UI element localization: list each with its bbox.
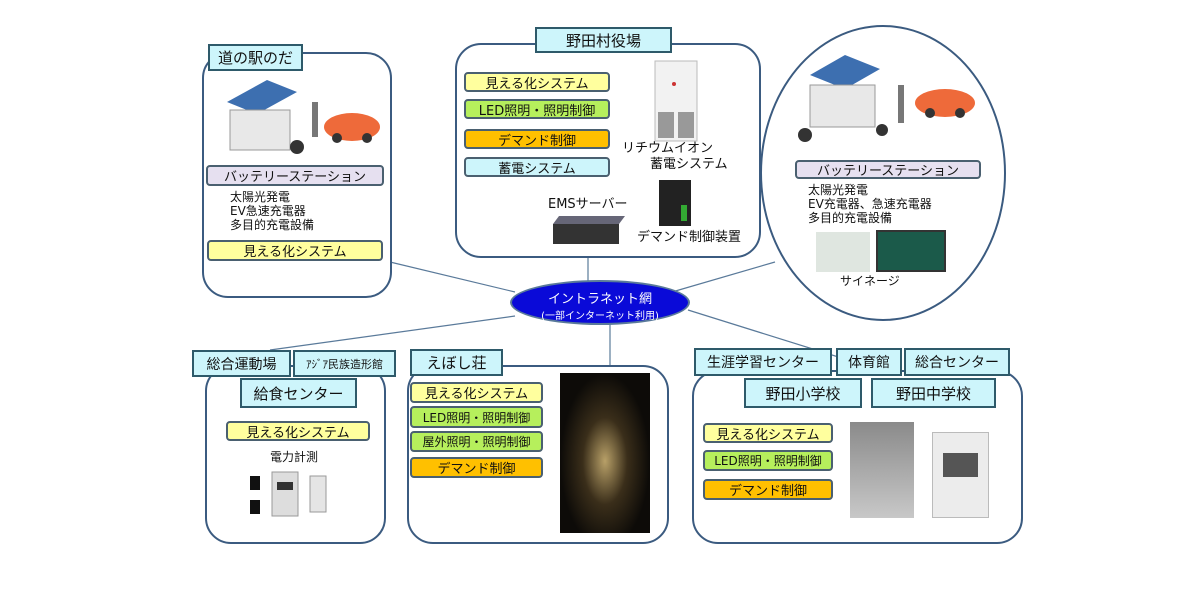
visualization-system: 見える化システム [207, 240, 383, 261]
lifelong-learning-center-label: 生涯学習センター [694, 348, 832, 376]
signage-label: サイネージ [840, 274, 900, 288]
gymnasium-label: 体育館 [836, 348, 902, 376]
feature-text: EV充電器、急速充電器 [808, 197, 932, 211]
school-lunch-center-label: 給食センター [240, 378, 357, 408]
village-office-label: 野田村役場 [535, 27, 672, 53]
led-lighting-control: LED照明・照明制御 [464, 99, 610, 119]
ems-server-image [553, 216, 625, 244]
visualization-system: 見える化システム [703, 423, 833, 443]
lithium-label: リチウムイオン [622, 141, 714, 156]
noda-junior-high-label: 野田中学校 [871, 378, 996, 408]
demand-control: デマンド制御 [410, 457, 543, 478]
battery-station-label: バッテリーステーション [206, 165, 384, 186]
led-lighting-control: LED照明・照明制御 [703, 450, 833, 471]
sports-field-label: 総合運動場 [192, 350, 291, 377]
power-meter-image [250, 471, 327, 517]
storage-system: 蓄電システム [464, 157, 610, 177]
michi-no-eki-label: 道の駅のだ [208, 44, 303, 71]
signage-screen [876, 230, 946, 272]
battery-station-circle [760, 25, 1006, 321]
eboshi-label: えぼし荘 [410, 349, 503, 376]
gym-lighting-photo [850, 422, 914, 518]
demand-device-image [659, 180, 691, 226]
display-device-photo [932, 432, 989, 518]
intranet-subtitle: (一部インターネット利用) [541, 311, 659, 322]
folk-museum-label: ｱｼﾞｱ民族造形館 [293, 350, 396, 377]
battery-station-illustration [227, 80, 380, 154]
demand-control: デマンド制御 [464, 129, 610, 149]
feature-text: 太陽光発電 [808, 183, 869, 197]
feature-text: 多目的充電設備 [230, 218, 315, 232]
feature-text: 太陽光発電 [230, 190, 291, 204]
demand-control: デマンド制御 [703, 479, 833, 500]
link-michi [389, 261, 516, 293]
led-lighting-control: LED照明・照明制御 [410, 406, 543, 428]
intranet-title: イントラネット網 [547, 292, 652, 307]
battery-station-label: バッテリーステーション [795, 160, 981, 179]
noda-elementary-label: 野田小学校 [744, 378, 862, 408]
general-center-label: 総合センター [904, 348, 1010, 376]
lithium-battery-image [654, 60, 698, 142]
signage-photo [816, 232, 870, 272]
visualization-system: 見える化システム [464, 72, 610, 92]
intranet-node: イントラネット網 (一部インターネット利用) [510, 280, 690, 325]
power-metering-label: 電力計測 [270, 450, 319, 464]
feature-text: 多目的充電設備 [808, 211, 893, 225]
demand-device-label: デマンド制御装置 [637, 230, 742, 245]
lithium-label: 蓄電システム [650, 157, 728, 172]
feature-text: EV急速充電器 [230, 204, 306, 218]
visualization-system: 見える化システム [226, 421, 370, 441]
night-lighting-photo [560, 373, 650, 533]
battery-station-illustration [798, 55, 975, 142]
link-right [671, 261, 776, 293]
outdoor-lighting-control: 屋外照明・照明制御 [410, 431, 543, 452]
link-sports [269, 315, 516, 351]
ems-server-label: EMSサーバー [548, 197, 628, 212]
visualization-system: 見える化システム [410, 382, 543, 403]
